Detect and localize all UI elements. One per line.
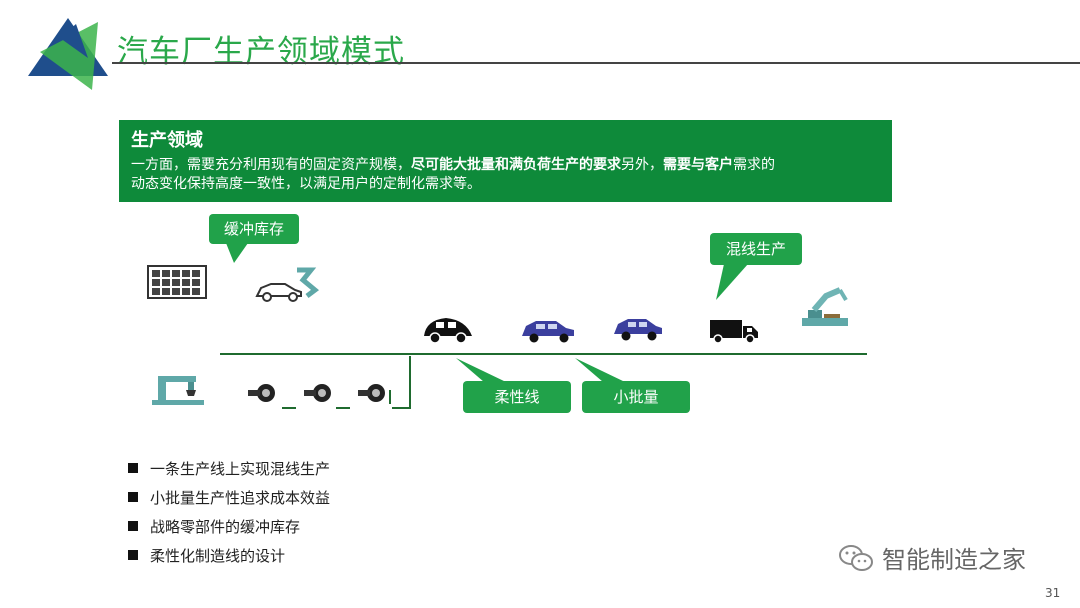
storage-rack-icon: [147, 265, 207, 299]
infobox-line2: 动态变化保持高度一致性，以满足用户的定制化需求等。: [131, 176, 481, 192]
list-item: 柔性化制造线的设计: [128, 545, 330, 574]
callout-small-batch: 小批量: [582, 381, 690, 413]
square-bullet-icon: [128, 521, 138, 531]
blue-compact-car-icon: [614, 319, 662, 341]
callout-mixed-pointer: [716, 264, 748, 300]
sub-line-connector: [282, 356, 411, 409]
list-item: 战略零部件的缓冲库存: [128, 516, 330, 545]
square-bullet-icon: [128, 550, 138, 560]
production-line: [220, 353, 867, 355]
engine-part-icon: [248, 384, 275, 402]
callout-small-pointer: [575, 358, 625, 382]
page-title: 汽车厂生产领域模式: [117, 34, 405, 70]
square-bullet-icon: [128, 492, 138, 502]
watermark: 智能制造之家: [838, 540, 1026, 575]
callout-buffer-stock: 缓冲库存: [209, 214, 299, 244]
callout-buffer-pointer: [226, 243, 248, 263]
infobox-line1-a: 一方面，需要充分利用现有的固定资产规模，: [131, 157, 411, 173]
wechat-icon: [839, 545, 873, 571]
page-number: 31: [1045, 586, 1061, 600]
engine-part-icon: [304, 384, 331, 402]
callout-mixed-production: 混线生产: [710, 233, 802, 265]
infobox-heading: 生产领域: [131, 130, 203, 151]
square-bullet-icon: [128, 463, 138, 473]
infobox-line1-c: 另外，: [621, 157, 663, 173]
infobox-line1-b: 尽可能大批量和满负荷生产的要求: [411, 157, 621, 173]
car-body-robot-icon: [255, 267, 320, 302]
welding-robot-icon: [152, 376, 204, 405]
beetle-car-icon: [424, 318, 472, 344]
assembly-robot-icon: [802, 287, 848, 326]
callout-flex-pointer: [456, 358, 506, 382]
list-item: 一条生产线上实现混线生产: [128, 458, 330, 487]
engine-part-icon: [358, 384, 385, 402]
logo-triangle-icon: [28, 18, 108, 90]
production-domain-box: 生产领域 一方面，需要充分利用现有的固定资产规模，尽可能大批量和满负荷生产的要求…: [119, 120, 892, 202]
callout-flexible-line: 柔性线: [463, 381, 571, 413]
blue-hatchback-icon: [522, 321, 574, 343]
truck-icon: [710, 320, 758, 344]
title-divider: [112, 62, 1080, 64]
infobox-line1-e: 需求的: [733, 157, 775, 173]
infobox-text: 一方面，需要充分利用现有的固定资产规模，尽可能大批量和满负荷生产的要求另外，需要…: [131, 156, 880, 194]
key-points-list: 一条生产线上实现混线生产 小批量生产性追求成本效益 战略零部件的缓冲库存 柔性化…: [128, 458, 330, 574]
list-item: 小批量生产性追求成本效益: [128, 487, 330, 516]
watermark-text: 智能制造之家: [882, 546, 1026, 574]
infobox-line1-d: 需要与客户: [663, 157, 733, 173]
